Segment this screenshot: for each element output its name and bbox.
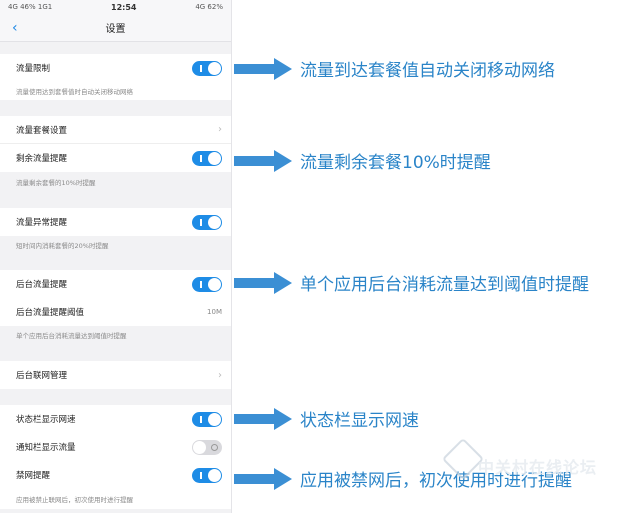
row-data-limit: 流量限制 (0, 54, 231, 82)
background-alert-label: 后台流量提醒 (16, 280, 68, 290)
row-statusbar-speed: 状态栏显示网速 (0, 405, 231, 433)
page-title: 设置 (105, 24, 126, 35)
nav-bar: ‹ 设置 (0, 14, 231, 42)
signal-indicator: 4G 46% 1G1 (8, 3, 53, 11)
background-network-label: 后台联网管理 (16, 371, 68, 381)
background-threshold-value: 10M (207, 308, 222, 316)
arrow-right-icon (234, 407, 292, 430)
annotation-data-limit: 流量到达套餐值自动关闭移动网络 (234, 56, 555, 81)
watermark: 中关村在线论坛 (440, 437, 640, 510)
annotation-background: 单个应用后台消耗流量达到阈值时提醒 (234, 270, 589, 295)
phone-screen: 4G 46% 1G1 12:54 4G 62% ‹ 设置 流量限制 流量使用达到… (0, 0, 232, 513)
row-notification-traffic: 通知栏显示流量 (0, 433, 231, 461)
row-remaining-alert: 剩余流量提醒 (0, 144, 231, 172)
clock: 12:54 (111, 2, 137, 12)
arrow-right-icon (234, 149, 292, 172)
statusbar-speed-toggle[interactable] (192, 411, 222, 427)
data-limit-label: 流量限制 (16, 64, 51, 74)
row-background-threshold[interactable]: 后台流量提醒阈值 10M (0, 298, 231, 326)
abnormal-alert-label: 流量异常提醒 (16, 218, 68, 228)
notification-traffic-toggle[interactable] (192, 439, 222, 455)
abnormal-alert-toggle[interactable] (192, 214, 222, 230)
annotation-blocked: 应用被禁网后，初次使用时进行提醒 (234, 466, 572, 491)
remaining-alert-desc: 流量剩余套餐的10%时提醒 (0, 172, 231, 192)
statusbar-speed-label: 状态栏显示网速 (16, 415, 76, 425)
watermark-text: 中关村在线论坛 (478, 458, 598, 477)
annotation-text: 状态栏显示网速 (300, 411, 419, 431)
row-background-alert: 后台流量提醒 (0, 270, 231, 298)
blocked-alert-desc: 应用被禁止联网后，初次使用时进行提醒 (0, 489, 231, 509)
row-blocked-alert: 禁网提醒 (0, 461, 231, 489)
background-threshold-desc: 单个应用后台消耗流量达到阈值时提醒 (0, 326, 231, 344)
notification-traffic-label: 通知栏显示流量 (16, 443, 76, 453)
remaining-alert-toggle[interactable] (192, 150, 222, 166)
battery-indicator: 4G 62% (195, 3, 223, 11)
remaining-alert-label: 剩余流量提醒 (16, 154, 68, 164)
row-background-network[interactable]: 后台联网管理 › (0, 361, 231, 389)
arrow-right-icon (234, 467, 292, 490)
chevron-right-icon: › (218, 369, 222, 381)
blocked-alert-label: 禁网提醒 (16, 471, 51, 481)
annotation-text: 单个应用后台消耗流量达到阈值时提醒 (300, 275, 589, 295)
annotation-remaining: 流量剩余套餐10%时提醒 (234, 148, 491, 173)
arrow-right-icon (234, 57, 292, 80)
arrow-right-icon (234, 271, 292, 294)
background-threshold-label: 后台流量提醒阈值 (16, 308, 85, 318)
annotation-text: 流量剩余套餐10%时提醒 (300, 153, 491, 173)
row-plan-settings[interactable]: 流量套餐设置 › (0, 116, 231, 144)
back-icon[interactable]: ‹ (12, 20, 18, 36)
annotation-text: 应用被禁网后，初次使用时进行提醒 (300, 471, 572, 491)
data-limit-desc: 流量使用达到套餐值时自动关闭移动网络 (0, 82, 231, 100)
blocked-alert-toggle[interactable] (192, 467, 222, 483)
abnormal-alert-desc: 短时间内消耗套餐的20%时提醒 (0, 236, 231, 254)
annotation-statusbar-speed: 状态栏显示网速 (234, 406, 419, 431)
data-limit-toggle[interactable] (192, 60, 222, 76)
chevron-right-icon: › (218, 124, 222, 135)
plan-settings-label: 流量套餐设置 (16, 125, 68, 136)
row-abnormal-alert: 流量异常提醒 (0, 208, 231, 236)
background-alert-toggle[interactable] (192, 276, 222, 292)
annotation-text: 流量到达套餐值自动关闭移动网络 (300, 61, 555, 81)
status-bar: 4G 46% 1G1 12:54 4G 62% (0, 0, 231, 14)
